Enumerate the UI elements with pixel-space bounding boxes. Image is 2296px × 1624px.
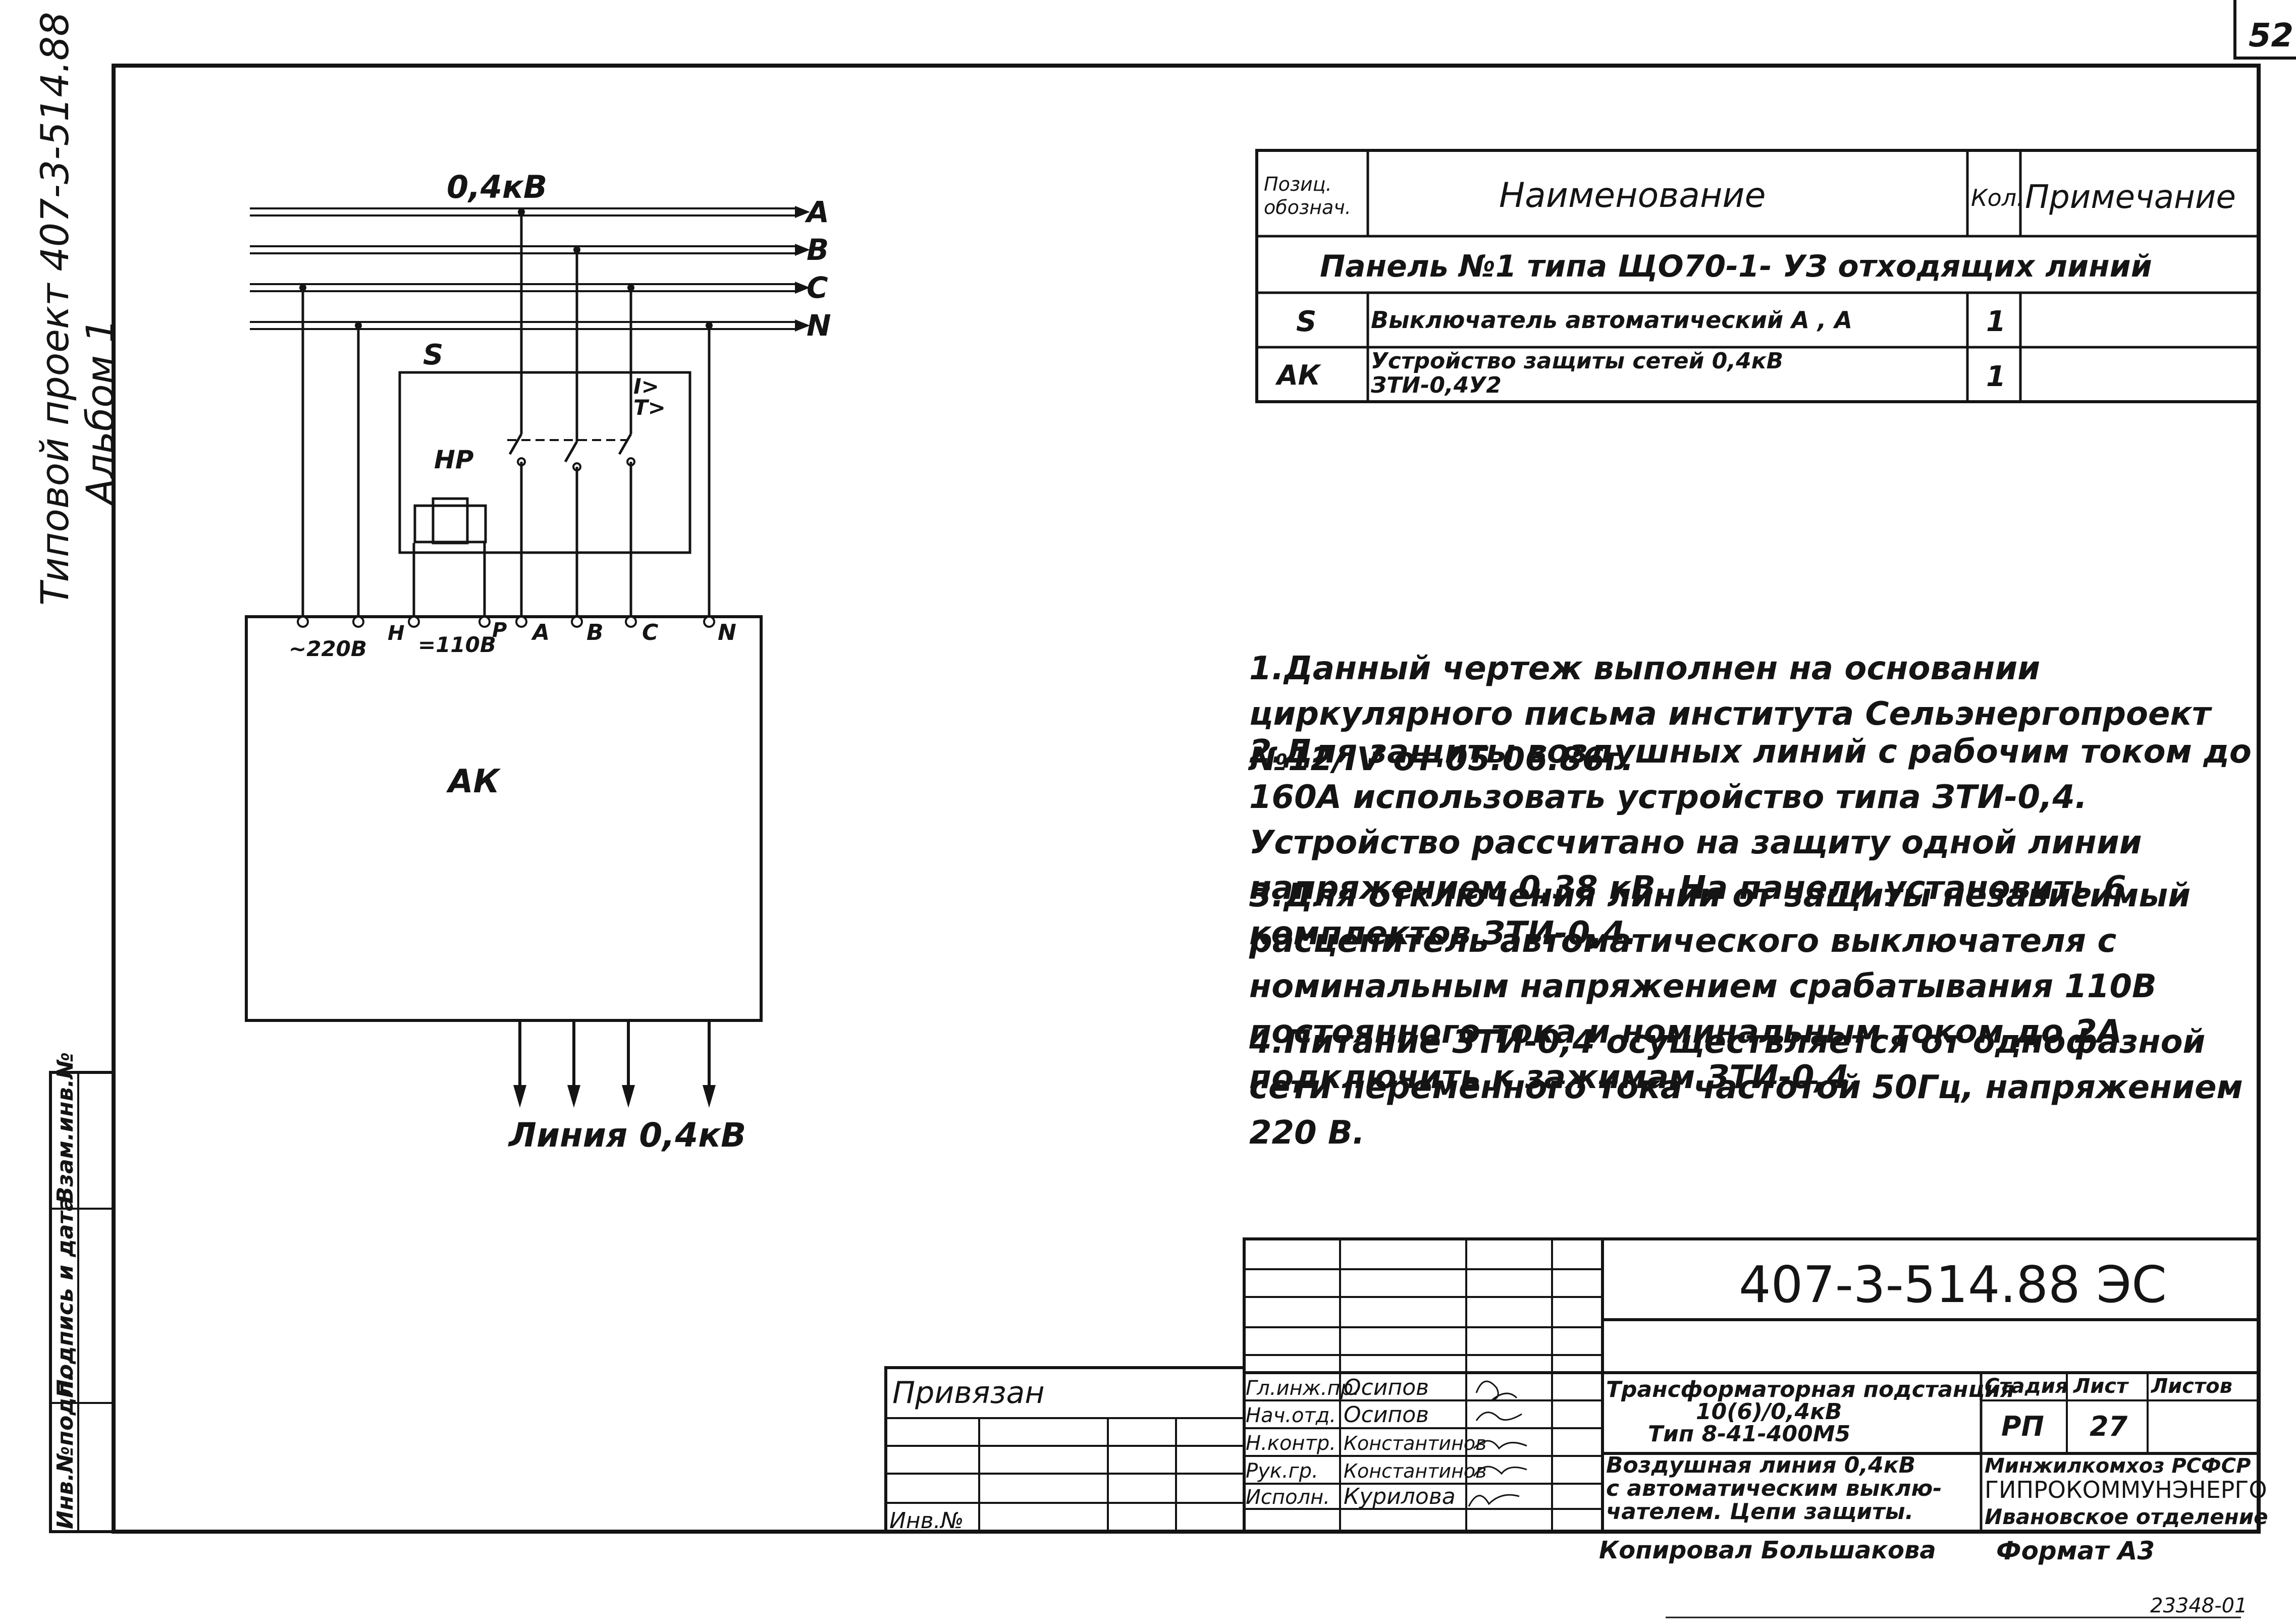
terminal-110v: =110В: [418, 632, 496, 657]
organization-1: Минжилкомхоз РСФСР: [1985, 1454, 2251, 1478]
designation: 407-3-514.88 ЭС: [1739, 1255, 2167, 1314]
breaker-s: S I> T> НР: [398, 339, 691, 617]
stamp-vzam-inv: Взам.инв.№: [52, 1052, 78, 1204]
bus-label-n: N: [807, 308, 831, 343]
privyazan: Привязан: [892, 1375, 1045, 1411]
terminal-a: A: [531, 620, 550, 645]
spec-table: Позиц.обознач. Наименование Кол. Примеча…: [1255, 149, 2260, 403]
busbar-n: N: [250, 308, 831, 343]
header-qty: Кол.: [1971, 184, 2024, 211]
stage-header: Стадия: [1985, 1375, 2068, 1398]
bus-label-b: B: [807, 233, 829, 267]
sheet-number: 52: [2249, 17, 2293, 55]
inv-no: Инв.№: [889, 1508, 964, 1534]
sheet-title: Воздушная линия 0,4кВ с автоматическим в…: [1606, 1452, 1950, 1525]
trip-label-2: T>: [633, 395, 666, 420]
line-label: Линия 0,4кВ: [508, 1116, 746, 1155]
stamp-inv-podl: Инв.№подл.: [52, 1373, 78, 1529]
staff-name-1: Осипов: [1344, 1375, 1429, 1400]
bus-taps: [299, 208, 713, 617]
staff-role-4: Рук.гр.: [1246, 1459, 1318, 1483]
side-title: Типовой проект 407-3-514.88 Альбом 1: [32, 12, 123, 606]
sheet-value: 27: [2090, 1411, 2128, 1442]
terminal-b: B: [586, 620, 604, 645]
busbar-c: C: [250, 270, 828, 305]
staff-name-4: Константинов: [1344, 1460, 1487, 1482]
row1-qty: 1: [1986, 305, 2006, 338]
title-block: Привязан Инв.№ 407-3-514.88 ЭС Гл.инж.пр…: [884, 1237, 2268, 1565]
device-label: АК: [446, 763, 501, 800]
staff-name-3: Константинов: [1344, 1432, 1487, 1454]
side-title-line1: Типовой проект 407-3-514.88: [32, 12, 77, 606]
copied-by: Копировал Большакова: [1599, 1536, 1936, 1564]
breaker-label: S: [423, 339, 443, 371]
row1-name: Выключатель автоматический А , А: [1371, 306, 1852, 334]
sheet-header: Лист: [2073, 1375, 2129, 1398]
organization-2: ГИПРОКОММУНЭНЕРГО: [1985, 1476, 2267, 1503]
terminal-h: Н: [388, 622, 404, 645]
organization-3: Ивановское отделение: [1985, 1504, 2268, 1529]
terminal-c: C: [642, 620, 658, 645]
outgoing-line: Линия 0,4кВ: [508, 1020, 746, 1155]
header-pos: Позиц.обознач.: [1264, 173, 1351, 219]
terminal-n: N: [718, 620, 736, 645]
terminal-p: Р: [492, 619, 507, 642]
stage-value: РП: [2001, 1411, 2044, 1442]
staff-role-3: Н.контр.: [1246, 1432, 1336, 1455]
row2-pos: АК: [1275, 359, 1322, 391]
side-stamp: Инв.№подл. Подпись и дата Взам.инв.№: [49, 1052, 115, 1533]
busbar-b: B: [250, 233, 829, 267]
bus-label-c: C: [807, 270, 828, 305]
group-row: Панель №1 типа ЩО70-1- УЗ отходящих лини…: [1320, 249, 2152, 284]
header-name: Наименование: [1499, 176, 1766, 215]
row2-qty: 1: [1986, 360, 2006, 393]
note-1: 1.Данный чертеж выполнен на основании ци…: [1249, 650, 2211, 778]
format: Формат А3: [1996, 1536, 2155, 1565]
note-4: 4.Питание ЗТИ-0,4 осуществляется от одно…: [1249, 1023, 2243, 1152]
staff-role-2: Нач.отд.: [1246, 1404, 1336, 1427]
staff-name-5: Курилова: [1344, 1484, 1456, 1509]
bus-voltage-label: 0,4кВ: [447, 169, 547, 205]
stamp-podpis-data: Подпись и дата: [52, 1196, 78, 1398]
staff-role-1: Гл.инж.пр.: [1246, 1377, 1360, 1400]
coil-label: НР: [434, 445, 474, 474]
header-note: Примечание: [2025, 179, 2236, 216]
row1-pos: S: [1296, 305, 1316, 338]
project-title: Трансформаторная подстанция 10(6)/0,4кВ …: [1606, 1377, 2022, 1447]
note-2: 2.Для защиты воздушных линий с рабочим т…: [1249, 733, 2252, 952]
bus-label-a: A: [805, 195, 829, 229]
terminal-220v: ~220В: [289, 636, 367, 661]
trip-label-1: I>: [633, 374, 659, 399]
sheets-header: Листов: [2151, 1375, 2232, 1398]
signatures: [1468, 1380, 1527, 1507]
side-title-line2: Альбом 1: [78, 318, 123, 507]
device-ak: АК ~220В Н =110В Р A B C N: [245, 615, 763, 1022]
note-3: 3.Для отключения линии от защиты независ…: [1249, 877, 2191, 1096]
staff-name-2: Осипов: [1344, 1402, 1429, 1428]
schematic: 0,4кВ A B C N: [245, 169, 831, 1155]
archive-number: 23348-01: [2150, 1594, 2248, 1617]
sheet-number-box: 52: [2233, 0, 2296, 60]
staff-role-5: Исполн.: [1246, 1486, 1330, 1509]
